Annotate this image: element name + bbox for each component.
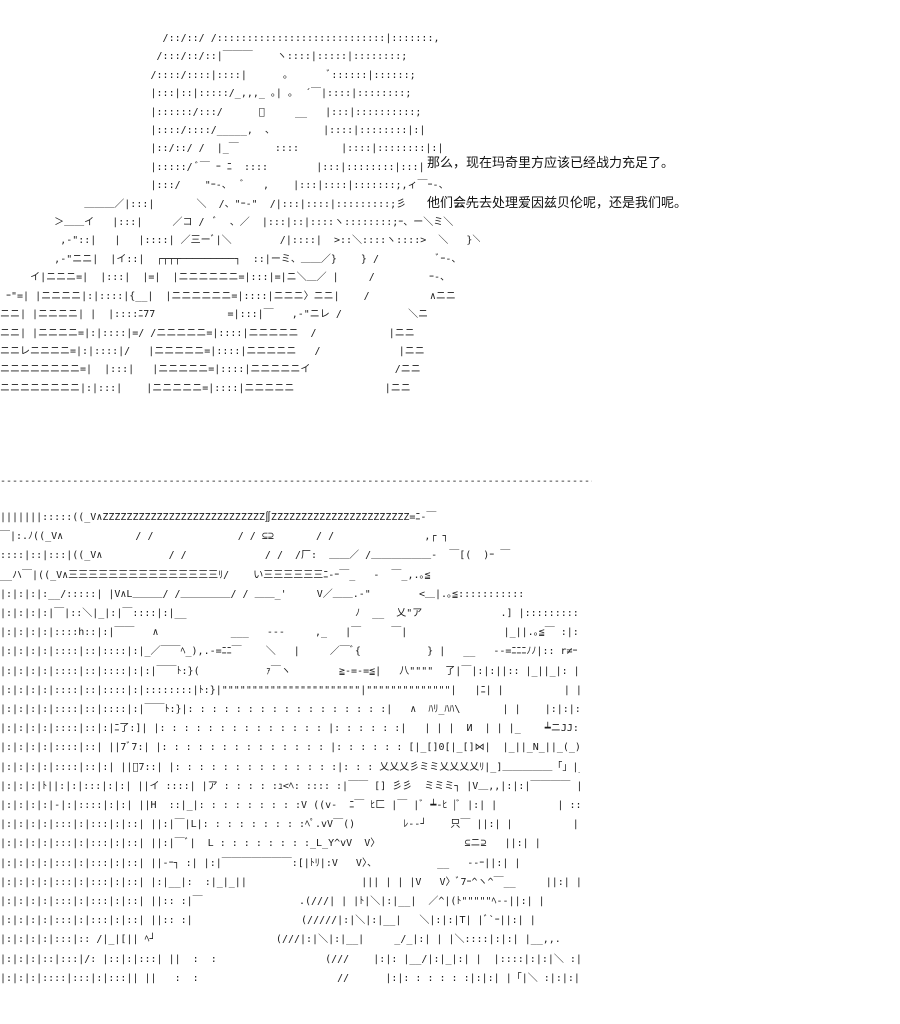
- ascii-art-upper-figure: /::/::/ /::::::::::::::::::::::::::::|::…: [0, 33, 480, 394]
- ascii-art-lower-scene: |||||||:::::((_V∧ZZZZZZZZZZZZZZZZZZZZZZZ…: [0, 512, 580, 984]
- dialogue-line-1: 那么，现在玛奇里方应该已经战力充足了。: [427, 156, 675, 171]
- section-divider: ----------------------------------------…: [0, 476, 592, 487]
- dialogue-line-2: 他们会先去处理爱因兹贝伦呢，还是我们呢。: [427, 196, 688, 211]
